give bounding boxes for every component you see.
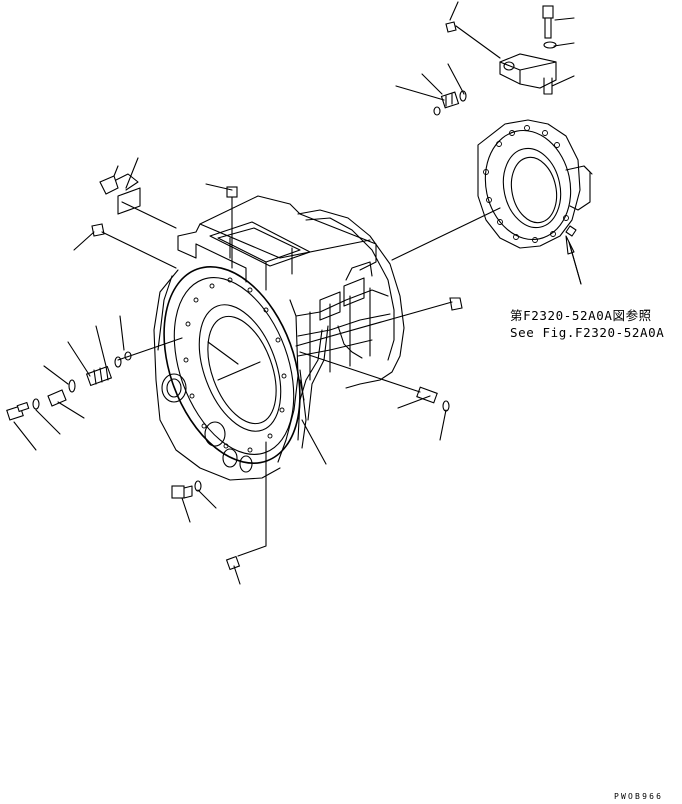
bracket-block [499, 53, 557, 95]
leader-lines-main [13, 157, 453, 585]
bolt-top-center [226, 186, 238, 207]
nipple-right [440, 91, 460, 109]
bolt-right [449, 297, 463, 311]
reference-arrow [568, 241, 582, 285]
transmission-housing [153, 195, 405, 481]
drain-plug-bottom [171, 480, 202, 499]
figure-reference-japanese: 第F2320-52A0A図参照 [510, 308, 652, 323]
cover-plate [477, 119, 593, 249]
bolt-top [542, 5, 554, 39]
figure-reference-english: See Fig.F2320-52A0A [510, 325, 665, 340]
plug-bottom [225, 555, 241, 571]
oring-right-small [433, 106, 441, 116]
plug-left [91, 223, 105, 237]
washer-top [543, 41, 557, 49]
drawing-code: PWOB966 [614, 792, 664, 801]
valve-assembly-left [6, 351, 132, 421]
clamp-top-left [99, 173, 141, 215]
plug-top [445, 21, 457, 33]
